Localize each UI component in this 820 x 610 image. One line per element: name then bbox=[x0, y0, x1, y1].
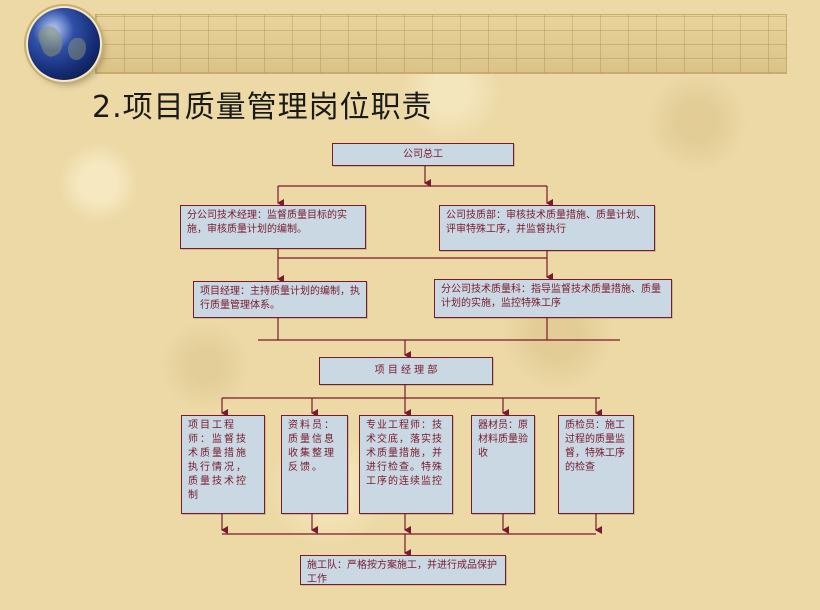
header-banner bbox=[95, 14, 787, 74]
slide-title: 2.项目质量管理岗位职责 bbox=[92, 90, 433, 125]
node-construction-team: 施工队：严格按方案施工，并进行成品保护工作 bbox=[300, 555, 506, 585]
node-quality-inspector: 质检员：施工过程的质量监督，特殊工序的检查 bbox=[558, 415, 634, 514]
node-project-engineer: 项目工程师：监督技术质量措施执行情况，质量技术控制 bbox=[181, 415, 265, 514]
node-data-clerk: 资料员：质量信息收集整理反馈。 bbox=[281, 415, 348, 514]
node-branch-tech-quality-section: 分公司技术质量科：指导监督技术质量措施、质量计划的实施，监控特殊工序 bbox=[434, 279, 672, 318]
node-materials-clerk: 器材员：原材料质量验收 bbox=[471, 415, 535, 514]
node-chief-engineer: 公司总工 bbox=[332, 143, 514, 166]
node-branch-tech-manager: 分公司技术经理：监督质量目标的实施，审核质量计划的编制。 bbox=[180, 205, 366, 249]
node-specialist-engineer: 专业工程师：技术交底，落实技术质量措施，并进行检查。特殊工序的连续监控 bbox=[359, 415, 453, 514]
node-project-manager: 项目经理：主持质量计划的编制，执行质量管理体系。 bbox=[193, 281, 367, 318]
node-project-dept: 项 目 经 理 部 bbox=[319, 357, 493, 385]
globe-icon bbox=[28, 8, 100, 80]
node-company-tech-quality-dept: 公司技质部：审核技术质量措施、质量计划、评审特殊工序，并监督执行 bbox=[439, 205, 655, 251]
